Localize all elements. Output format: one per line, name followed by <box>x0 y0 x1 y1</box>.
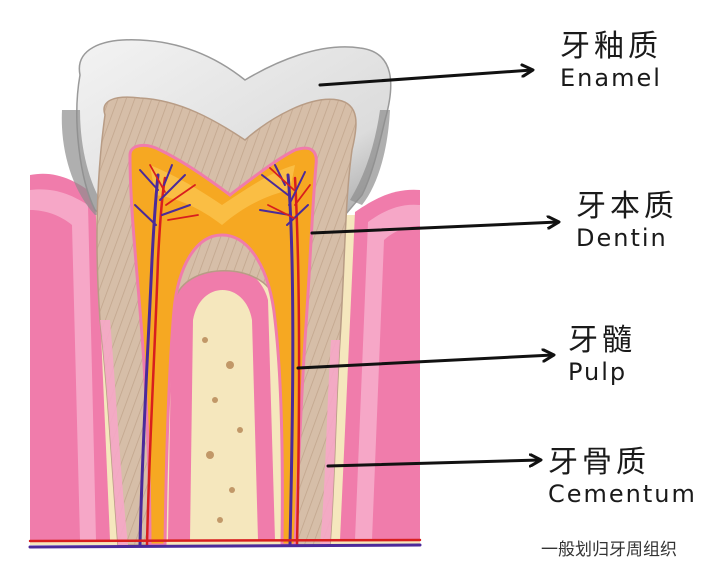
label-pulp: 牙髓 Pulp <box>568 323 636 387</box>
label-cementum-en: Cementum <box>548 480 697 508</box>
label-dentin-zh: 牙本质 <box>576 189 678 224</box>
interradicular-bone <box>190 290 258 540</box>
label-cementum: 牙骨质 Cementum <box>548 445 697 509</box>
arrow-pulp <box>296 355 553 370</box>
label-dentin: 牙本质 Dentin <box>576 189 678 253</box>
label-enamel-en: Enamel <box>560 64 662 92</box>
label-dentin-en: Dentin <box>576 224 668 252</box>
label-pulp-en: Pulp <box>568 358 628 386</box>
label-cementum-zh: 牙骨质 <box>548 445 650 480</box>
label-pulp-zh: 牙髓 <box>568 323 636 358</box>
arrow-cementum <box>326 460 540 468</box>
pointer-arrows <box>296 70 558 468</box>
arrow-enamel <box>318 70 532 87</box>
label-enamel: 牙釉质 Enamel <box>560 29 662 93</box>
blood-vessels <box>28 164 422 549</box>
label-enamel-zh: 牙釉质 <box>560 29 662 64</box>
periodontal-note: 一般划归牙周组织 <box>541 540 677 560</box>
arrow-dentin <box>310 222 558 235</box>
